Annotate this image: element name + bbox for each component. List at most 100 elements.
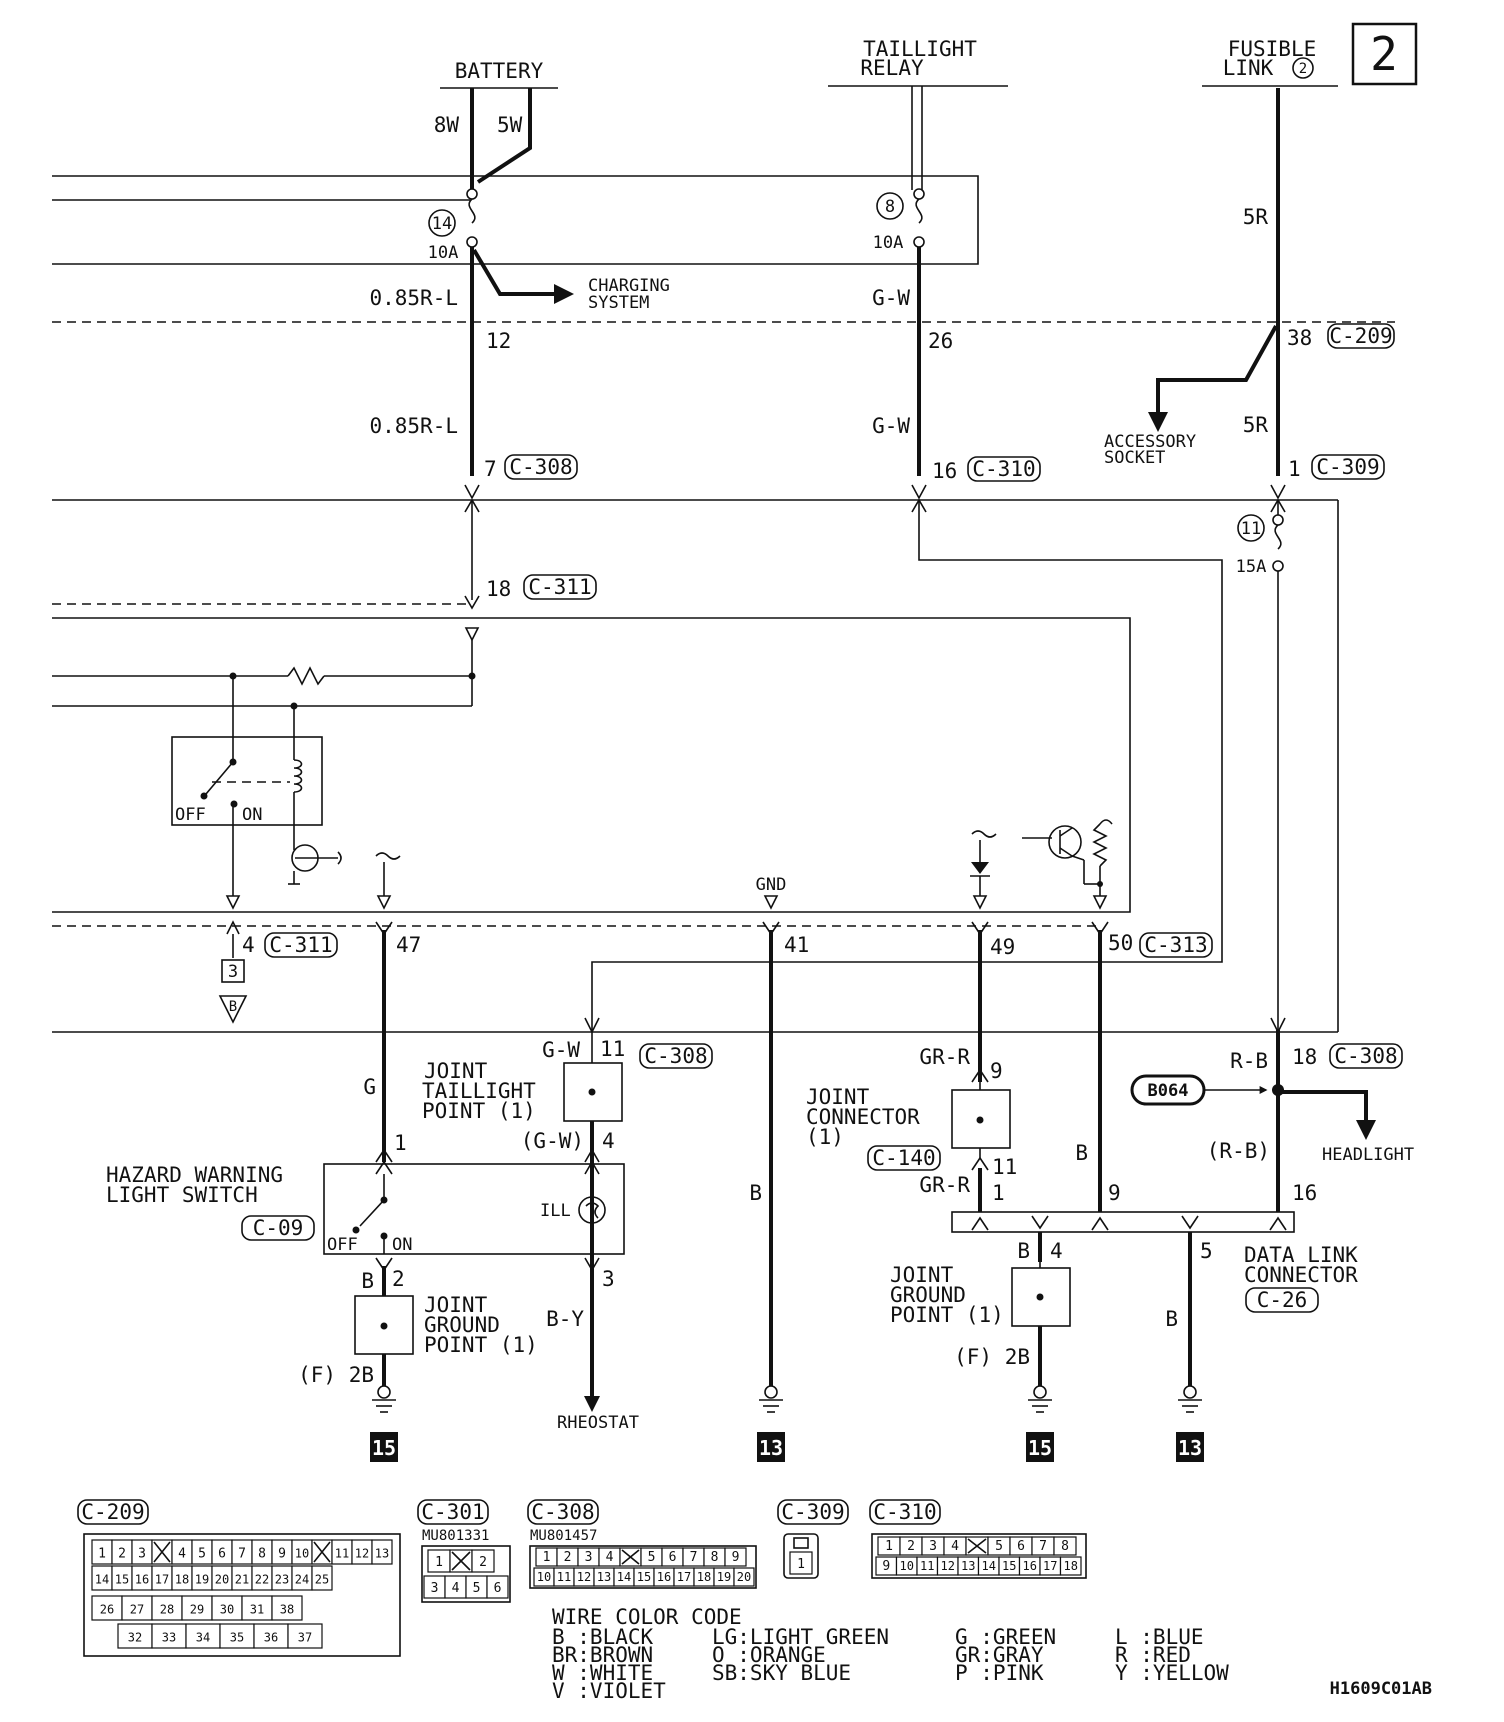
wire-rb: R-B [1230, 1049, 1268, 1073]
data-link-1: DATA LINK [1244, 1243, 1358, 1267]
connector-cell [1053, 1536, 1077, 1556]
connector-cell [253, 1623, 289, 1649]
connector-pin-label: 19 [195, 1572, 209, 1586]
connector-pin-label: 2 [479, 1555, 487, 1570]
wire-5r-mid: 5R [1243, 413, 1269, 437]
connector-pin-label: 6 [1017, 1539, 1025, 1554]
terminal-4-joint: 4 [602, 1129, 615, 1153]
fuse-14-rating: 10A [428, 243, 459, 263]
wire-color-entry: P :PINK [955, 1661, 1044, 1685]
connector-pin-label: 23 [275, 1572, 289, 1586]
wire-gw-mid: G-W [872, 414, 910, 438]
connector-pin-label: 7 [690, 1550, 698, 1565]
fusible-link-label-2: LINK [1223, 56, 1274, 80]
connector-pin-label: 32 [128, 1630, 142, 1644]
wire-b-41: B [749, 1181, 762, 1205]
fuse-14-num: 14 [432, 214, 452, 234]
connector-pin-label: 14 [95, 1572, 109, 1586]
connector-c308-c-label: C-308 [1334, 1044, 1397, 1068]
hazard-on-label: ON [392, 1235, 412, 1255]
connector-pin-label: 16 [1023, 1559, 1037, 1573]
ground-13-right: 13 [1176, 1385, 1204, 1462]
connector-pin-label: 10 [537, 1570, 551, 1584]
connector-pin-label: 13 [375, 1546, 389, 1560]
hazard-label-2: LIGHT SWITCH [106, 1183, 258, 1207]
wire-5r-top: 5R [1243, 205, 1269, 229]
connector-cell [271, 1595, 303, 1621]
connector-pin-label: 28 [160, 1602, 174, 1616]
connector-pin-label: 15 [115, 1572, 129, 1586]
wire-b-hazard: B [361, 1269, 374, 1293]
ref-3: 3 [228, 962, 238, 982]
wire-gr-top: GR-R [919, 1045, 970, 1069]
connector-pin-label: 1 [543, 1550, 551, 1565]
connector-pin-label: 18 [175, 1572, 189, 1586]
gnd-label: GND [756, 875, 787, 895]
connector-pin-label: 4 [178, 1546, 186, 1561]
terminal-4-c311: 4 [242, 933, 255, 957]
terminal-9-joint: 9 [990, 1059, 1003, 1083]
wire-8w: 8W [434, 113, 460, 137]
joint-ground-1-2: GROUND [424, 1313, 500, 1337]
ground-13-left: 13 [757, 1385, 785, 1462]
terminal-47: 47 [396, 933, 421, 957]
connector-pin-label: 34 [196, 1630, 210, 1644]
connector-pin-label: 20 [215, 1572, 229, 1586]
connector-pin-label: 30 [220, 1602, 234, 1616]
joint-connector-1: JOINT [806, 1085, 870, 1109]
terminal-26: 26 [928, 329, 953, 353]
cv-c301-label: C-301 [421, 1500, 484, 1524]
connector-pin-label: 2 [118, 1546, 126, 1561]
connector-c140-label: C-140 [872, 1146, 935, 1170]
joint-connector-2: CONNECTOR [806, 1105, 920, 1129]
wire-b-5: B [1165, 1307, 1178, 1331]
connector-c308-b-label: C-308 [644, 1044, 707, 1068]
wire-color-entry: G :GREEN [955, 1625, 1056, 1649]
connector-pin-label: 25 [315, 1572, 329, 1586]
wire-085rl-top: 0.85R-L [369, 286, 458, 310]
connector-cell [219, 1623, 255, 1649]
headlight-label: HEADLIGHT [1322, 1145, 1414, 1165]
wcc-title: WIRE COLOR CODE [552, 1605, 742, 1629]
connector-c309-a-label: C-309 [1316, 455, 1379, 479]
data-link-2: CONNECTOR [1244, 1263, 1358, 1287]
connector-pin-label: 5 [198, 1546, 206, 1561]
wire-color-entry: W :WHITE [552, 1661, 653, 1685]
connector-cell [287, 1623, 323, 1649]
terminal-9-dlc: 9 [1108, 1181, 1121, 1205]
connector-pin-label: 11 [335, 1546, 349, 1560]
diagram-code: H1609C01AB [1330, 1679, 1432, 1699]
connector-pin-label: 6 [669, 1550, 677, 1565]
joint-ground-1-1: JOINT [424, 1293, 488, 1317]
wire-gw-paren: (G-W) [521, 1129, 584, 1153]
connector-pin-label: 5 [995, 1539, 1003, 1554]
wire-gw-joint: G-W [542, 1038, 580, 1062]
f2b-2: (F) 2B [954, 1345, 1030, 1369]
empty-cavity [153, 1541, 171, 1563]
ground-15-left-num: 15 [372, 1436, 396, 1460]
wire-color-entry: O :ORANGE [712, 1643, 826, 1667]
connector-pin-label: 15 [1002, 1559, 1016, 1573]
connector-c09-label: C-09 [253, 1216, 304, 1240]
connector-pin-label: 33 [162, 1630, 176, 1644]
connector-pin-label: 3 [138, 1546, 146, 1561]
wire-5w: 5W [497, 113, 523, 137]
connector-pin-label: 22 [255, 1572, 269, 1586]
connector-cell [181, 1595, 213, 1621]
hazard-off-label: OFF [327, 1235, 358, 1255]
connector-pin-label: 4 [452, 1581, 460, 1596]
empty-cavity [451, 1551, 471, 1571]
empty-cavity [313, 1541, 331, 1563]
f2b-1: (F) 2B [298, 1363, 374, 1387]
connector-pin-label: 20 [737, 1570, 751, 1584]
b064-label: B064 [1148, 1081, 1189, 1101]
battery-source: BATTERY [440, 59, 558, 89]
wire-color-entry: Y :YELLOW [1115, 1661, 1229, 1685]
wire-color-entry: LG:LIGHT GREEN [712, 1625, 889, 1649]
connector-pin-label: 10 [900, 1559, 914, 1573]
ref-b: B [229, 999, 237, 1015]
connector-pin-label: 17 [1043, 1559, 1057, 1573]
connector-pin-label: 18 [1064, 1559, 1078, 1573]
connector-cell [724, 1547, 747, 1567]
